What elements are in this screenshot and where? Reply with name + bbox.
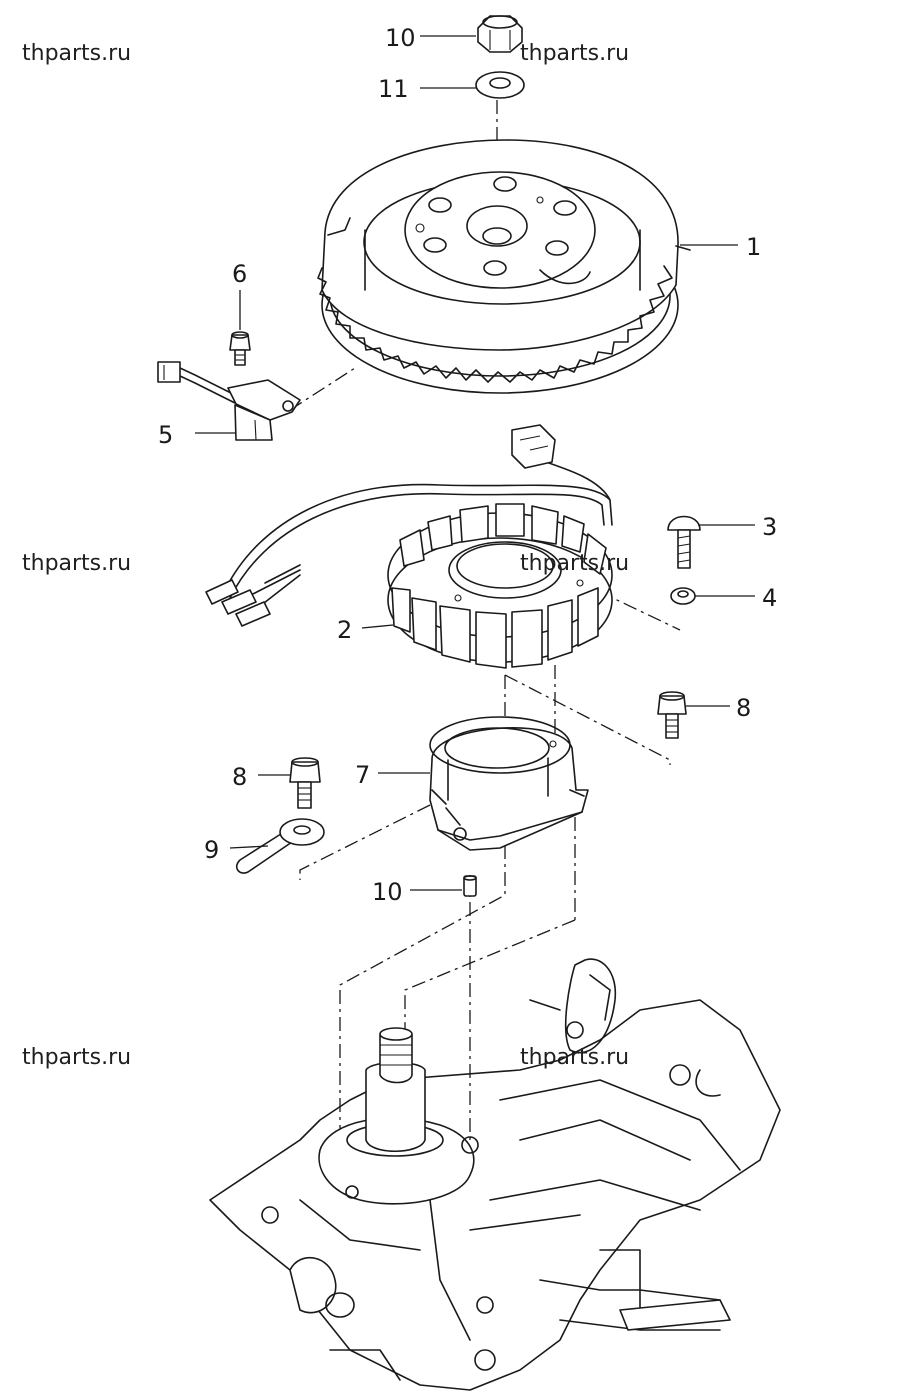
watermark: thparts.ru	[520, 41, 629, 66]
watermark: thparts.ru	[22, 551, 131, 576]
callout-8-left: 8	[232, 763, 247, 791]
flywheel-part	[317, 139, 691, 394]
callout-4: 4	[762, 584, 777, 612]
callout-5: 5	[158, 421, 173, 449]
bolt-part-6	[229, 331, 251, 366]
dowel-pin-part	[463, 875, 477, 897]
washer-part	[475, 71, 525, 99]
lock-washer-part	[670, 587, 696, 605]
callout-12: 11	[378, 75, 409, 103]
callout-6: 6	[232, 260, 247, 288]
callout-10: 10	[372, 878, 403, 906]
pulser-coil-part	[157, 361, 301, 441]
ground-lead-part	[235, 818, 325, 874]
bolt-part-8-right	[657, 691, 687, 739]
callout-8-right: 8	[736, 694, 751, 722]
ring-gear-teeth	[317, 265, 673, 383]
assembly-centerlines	[289, 100, 681, 1190]
stator-part	[205, 424, 613, 669]
callout-11: 10	[385, 24, 416, 52]
callout-9: 9	[204, 836, 219, 864]
callout-numbers: 10 11 1 6 5 3 4 2 8 8 7 9 10	[158, 24, 777, 906]
watermarks: thparts.ru thparts.ru thparts.ru thparts…	[22, 41, 629, 1070]
watermark: thparts.ru	[22, 1045, 131, 1070]
callout-2: 2	[337, 616, 352, 644]
callout-7: 7	[355, 761, 370, 789]
screw-part	[667, 515, 701, 569]
callout-1: 1	[746, 233, 761, 261]
bolt-part-8-left	[289, 757, 321, 809]
callout-3: 3	[762, 513, 777, 541]
engine-block	[209, 958, 781, 1391]
watermark: thparts.ru	[520, 1045, 629, 1070]
watermark: thparts.ru	[520, 551, 629, 576]
leader-lines	[195, 35, 755, 891]
watermark: thparts.ru	[22, 41, 131, 66]
stator-bracket-part	[429, 716, 589, 851]
nut-part	[477, 15, 523, 53]
